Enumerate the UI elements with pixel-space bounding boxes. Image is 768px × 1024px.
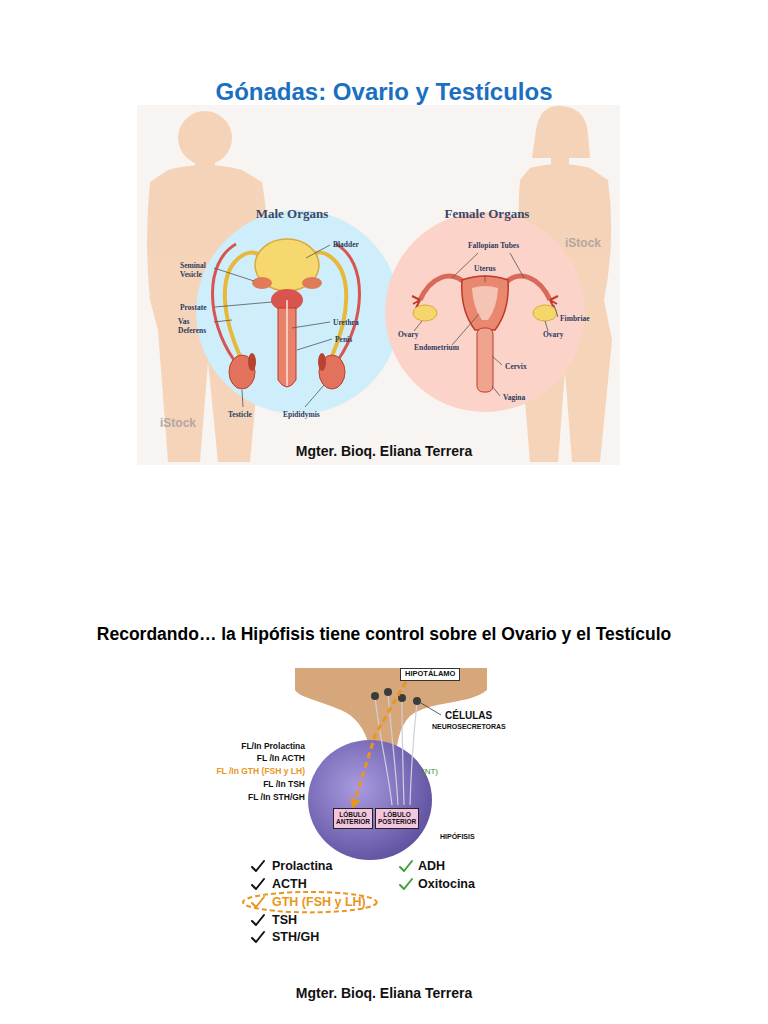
part-label: Fallopian Tubes (468, 241, 519, 250)
node-heading: HIPÓFISIS (440, 833, 475, 840)
hormone-item: Prolactina (272, 859, 332, 873)
hormone-item: ADH (418, 859, 445, 873)
part-label: Testicle (228, 410, 252, 419)
watermark: iStock (160, 416, 196, 430)
part-label: Ovary (543, 330, 563, 339)
node-heading: Male Organs (256, 206, 329, 222)
part-label: Bladder (333, 240, 359, 249)
node-text: GTH (FSH y LH) (272, 895, 366, 909)
part-label: NEUROSECRETORAS (432, 723, 506, 730)
organ-circle: Male OrgansBladderSeminal VesicleProstat… (175, 203, 405, 425)
part-label: Seminal Vesicle (180, 261, 220, 279)
female-organs (412, 276, 558, 392)
factor-label: FL /In TSH (263, 779, 305, 789)
hormone-item: STH/GH (272, 930, 319, 944)
author-credit: Mgter. Bioq. Eliana Terrera (296, 985, 472, 1001)
node-heading: Female Organs (445, 206, 530, 222)
organ-circle: Female OrgansFallopian TubesUterusFimbri… (380, 203, 595, 418)
factor-label: FL /In STH/GH (248, 792, 305, 802)
lobe-box: LÓBULO ANTERIOR (333, 808, 373, 829)
slide-title: Gónadas: Ovario y Testículos (216, 78, 553, 106)
part-label: Endometrium (414, 343, 459, 352)
check-marks (252, 861, 412, 942)
leader-lines (414, 253, 558, 396)
leader-lines (214, 245, 332, 407)
part-label: Ovary (398, 330, 418, 339)
female-circle (385, 212, 585, 412)
male-organs (213, 239, 360, 389)
male-circle (196, 210, 400, 414)
node-text: HIPOTÁLAMO (405, 670, 455, 679)
part-label: Cervix (505, 362, 527, 371)
part-label: Vagina (503, 393, 525, 402)
part-label: CÉLULAS (445, 710, 492, 721)
part-label: Fimbriae (560, 314, 590, 323)
image-ground (137, 105, 620, 465)
dashed-ellipse (243, 892, 377, 912)
part-label: Vas Deferens (178, 317, 216, 335)
part-label: Urethra (333, 318, 359, 327)
hypothalamus-box: HIPOTÁLAMO (400, 668, 460, 681)
hormone-item: TSH (272, 913, 297, 927)
pituitary-region: HIPÓFISISLÓBULO ANTERIORLÓBULO POSTERIOR (305, 740, 435, 862)
factor-label: FL/In Prolactina (241, 741, 305, 751)
factor-label: FL /In ACTH (257, 753, 305, 763)
node-text: LÓBULO ANTERIOR (336, 811, 370, 826)
hormone-item: Oxitocina (418, 877, 475, 891)
pituitary-gland (308, 740, 432, 860)
part-label: Prostate (180, 303, 207, 312)
watermark: iStock (565, 236, 601, 250)
hormone-arrow (353, 682, 406, 807)
author-credit: Mgter. Bioq. Eliana Terrera (296, 443, 472, 459)
lobe-box: LÓBULO POSTERIOR (375, 808, 419, 829)
node-text: LÓBULO POSTERIOR (378, 811, 416, 826)
part-label: (NT) (422, 767, 438, 776)
slide-heading: Recordando… la Hipófisis tiene control s… (97, 624, 671, 645)
hormone-item: ACTH (272, 877, 307, 891)
neurosecretory-cells (371, 688, 441, 805)
part-label: Uterus (474, 264, 496, 273)
factor-label: FL /In GTH (FSH y LH) (216, 766, 305, 776)
part-label: Penis (335, 335, 352, 344)
part-label: Epididymis (283, 410, 320, 419)
hormone-ellipse: GTH (FSH y LH) (242, 893, 378, 911)
